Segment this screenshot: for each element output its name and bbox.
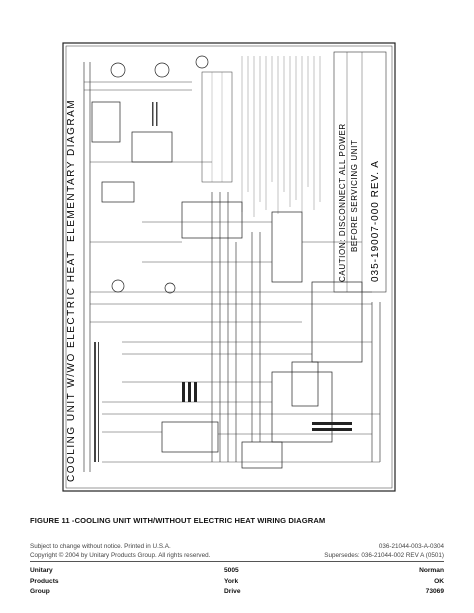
unit-label: COOLING UNIT W/WO ELECTRIC HEAT xyxy=(66,250,77,482)
caution-title: CAUTION: DISCONNECT ALL POWER xyxy=(338,123,347,282)
figure-caption: FIGURE 11 -COOLING UNIT WITH/WITHOUT ELE… xyxy=(30,516,326,525)
footer-notice: Subject to change without notice. Printe… xyxy=(30,542,210,560)
address-line: Drive xyxy=(224,588,241,595)
caution-sub: BEFORE SERVICING UNIT xyxy=(350,140,359,252)
doc-number: 036-21044-003-A-0304 xyxy=(378,543,444,550)
footer-doc-info: 036-21044-003-A-0304 Supersedes: 036-210… xyxy=(324,542,444,560)
wiring-diagram: COOLING UNIT W/WO ELECTRIC HEAT ELEMENTA… xyxy=(62,42,396,492)
city-block: Norman OK 73069 xyxy=(419,566,444,598)
part-number: 035-19007-000 REV. A xyxy=(370,160,381,282)
city-line: 73069 xyxy=(425,588,444,595)
company-line: Products xyxy=(30,577,59,585)
supersedes: Supersedes: 036-21044-002 REV A (0501) xyxy=(324,552,444,559)
city-line: OK xyxy=(434,577,444,585)
address-line: 5005 xyxy=(224,567,239,574)
address-block: 5005 York Drive xyxy=(224,566,241,598)
diagram-title: ELEMENTARY DIAGRAM xyxy=(66,99,77,242)
notice-line-1: Subject to change without notice. Printe… xyxy=(30,543,171,550)
footer-divider xyxy=(30,561,444,562)
company-block: Unitary Products Group xyxy=(30,566,59,598)
city-line: Norman xyxy=(419,567,444,574)
company-line: Unitary xyxy=(30,567,53,574)
address-line: York xyxy=(224,577,239,585)
company-line: Group xyxy=(30,588,50,595)
wiring-diagram-drawing: COOLING UNIT W/WO ELECTRIC HEAT ELEMENTA… xyxy=(62,42,396,492)
notice-line-2: Copyright © 2004 by Unitary Products Gro… xyxy=(30,552,211,559)
